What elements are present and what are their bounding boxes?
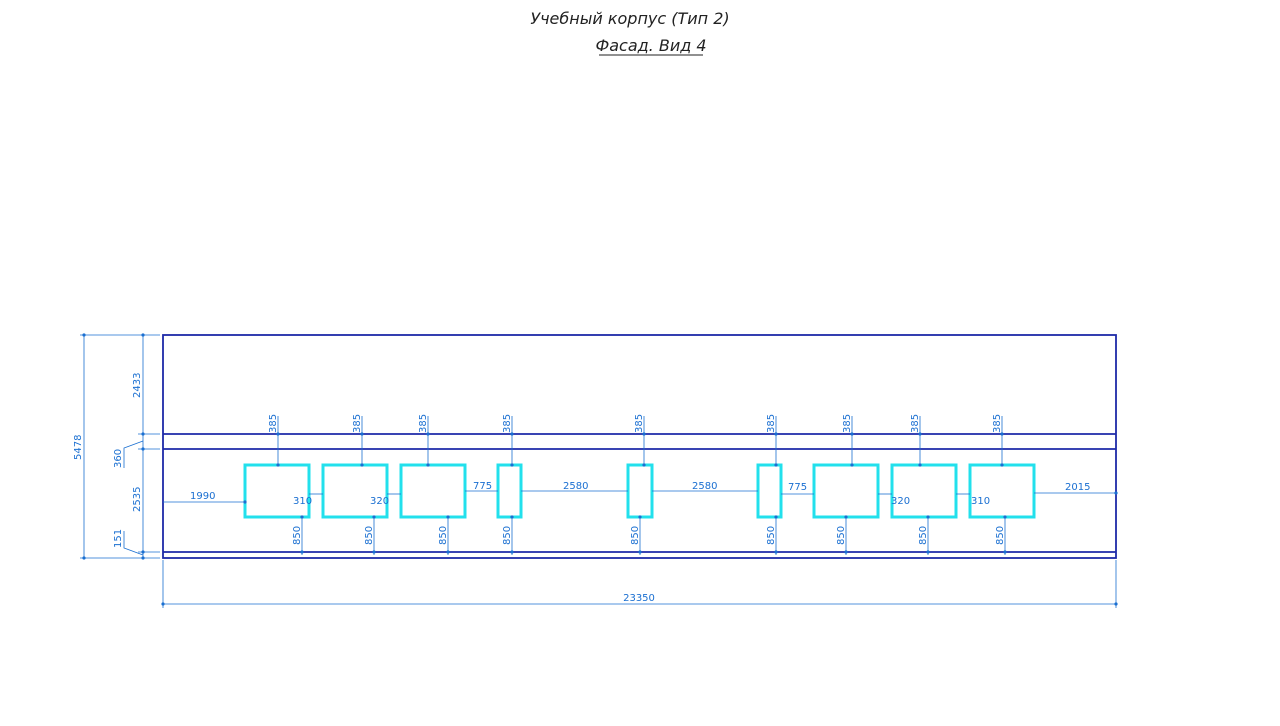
dim-window-sill-6: 850 xyxy=(766,526,777,545)
facade-outline xyxy=(162,334,1117,559)
dim-window-sill-2: 850 xyxy=(364,526,375,545)
dim-window-head-5: 385 xyxy=(634,414,645,433)
dim-window-head-2: 385 xyxy=(352,414,363,433)
dim-upper-band: 2433 xyxy=(132,373,143,398)
dim-gap-8: 310 xyxy=(971,496,990,507)
dim-window-head-1: 385 xyxy=(268,414,279,433)
dim-window-head-3: 385 xyxy=(418,414,429,433)
window-3 xyxy=(399,463,467,519)
window-2 xyxy=(321,463,389,519)
dim-window-head-8: 385 xyxy=(910,414,921,433)
dim-total-width: 23350 xyxy=(623,593,655,604)
window-7 xyxy=(812,463,880,519)
dim-window-sill-3: 850 xyxy=(438,526,449,545)
dim-window-sill-8: 850 xyxy=(918,526,929,545)
window-4 xyxy=(496,463,523,519)
window-9 xyxy=(968,463,1036,519)
dim-window-sill-4: 850 xyxy=(502,526,513,545)
dim-gap-2: 320 xyxy=(370,496,389,507)
dim-window-head-7: 385 xyxy=(842,414,853,433)
dim-gap-6: 775 xyxy=(788,482,807,493)
dim-window-sill-9: 850 xyxy=(995,526,1006,545)
gap-dimensions xyxy=(163,490,1118,504)
dim-base-band: 151 xyxy=(113,529,124,548)
windows xyxy=(243,463,1036,519)
width-dimension xyxy=(161,560,1118,608)
dim-gap-7: 320 xyxy=(891,496,910,507)
dim-total-height: 5478 xyxy=(73,435,84,460)
head-sill-dimensions: 385 385 385 385 385 385 385 385 385 850 850 850 850 8… xyxy=(268,414,1007,555)
dim-gap-5: 2580 xyxy=(692,481,717,492)
dim-window-sill-1: 850 xyxy=(292,526,303,545)
dim-right-offset: 2015 xyxy=(1065,482,1090,493)
dim-window-sill-5: 850 xyxy=(630,526,641,545)
dim-window-sill-7: 850 xyxy=(836,526,847,545)
window-5 xyxy=(626,463,654,519)
window-1 xyxy=(243,463,311,519)
dim-window-head-9: 385 xyxy=(992,414,1003,433)
dim-gap-1: 310 xyxy=(293,496,312,507)
dim-middle-band: 360 xyxy=(113,449,124,468)
dim-gap-3: 775 xyxy=(473,481,492,492)
drawing-title: Учебный корпус (Тип 2) xyxy=(530,9,729,28)
dim-window-band: 2535 xyxy=(132,487,143,512)
drawing-subtitle: Фасад. Вид 4 xyxy=(595,36,706,55)
window-6 xyxy=(756,463,783,519)
dim-window-head-4: 385 xyxy=(502,414,513,433)
dim-window-head-6: 385 xyxy=(766,414,777,433)
window-8 xyxy=(890,463,958,519)
vertical-dimensions xyxy=(80,333,160,560)
dim-left-offset: 1990 xyxy=(190,491,215,502)
dim-gap-4: 2580 xyxy=(563,481,588,492)
